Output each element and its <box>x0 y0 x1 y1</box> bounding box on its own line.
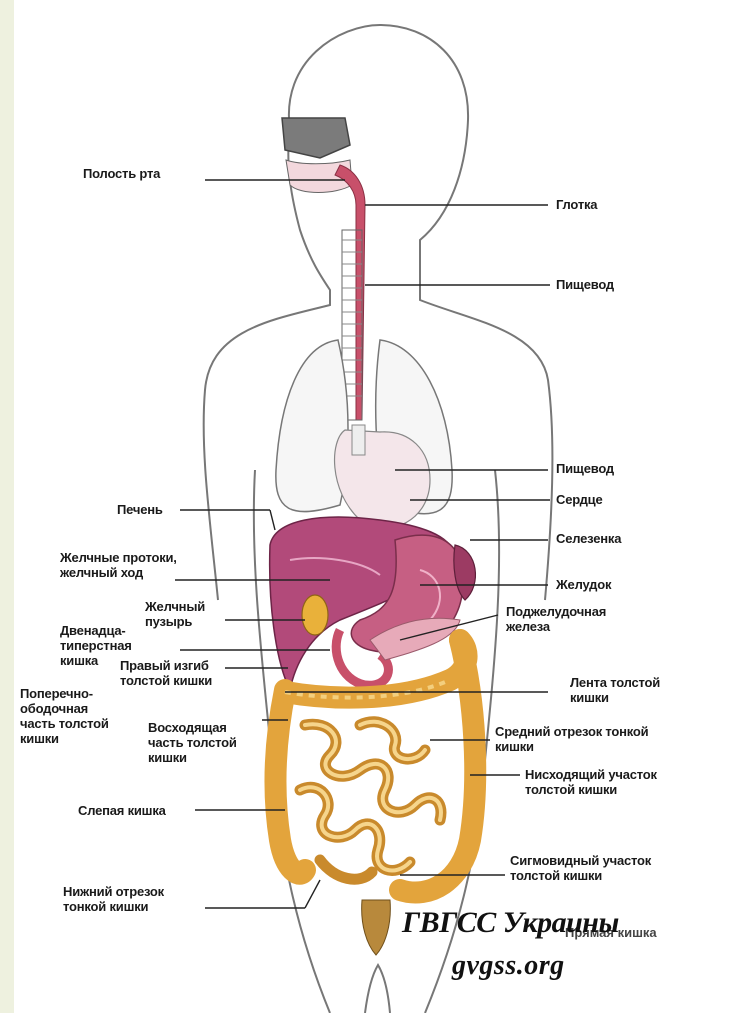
label-descending-colon: Нисходящий участок толстой кишки <box>525 767 657 797</box>
label-pharynx: Глотка <box>556 197 597 212</box>
rectum <box>362 900 391 955</box>
label-oral-cavity: Полость рта <box>83 166 160 181</box>
watermark-line-1: ГВГСС Украины <box>402 906 619 940</box>
label-heart: Сердце <box>556 492 603 507</box>
label-jejunum: Средний отрезок тонкой кишки <box>495 724 648 754</box>
mouth-cavity <box>282 118 352 193</box>
label-sigmoid-colon: Сигмовидный участок толстой кишки <box>510 853 651 883</box>
watermark-line-2: gvgss.org <box>452 950 565 982</box>
label-liver: Печень <box>117 502 163 517</box>
label-cecum: Слепая кишка <box>78 803 166 818</box>
label-ascending-colon: Восходящая часть толстой кишки <box>148 720 237 765</box>
label-esophagus-lower: Пищевод <box>556 461 614 476</box>
label-transverse-colon: Поперечно- ободочная часть толстой кишки <box>20 686 109 746</box>
label-ileum: Нижний отрезок тонкой кишки <box>63 884 164 914</box>
label-stomach: Желудок <box>556 577 611 592</box>
label-right-flexure: Правый изгиб толстой кишки <box>120 658 212 688</box>
gallbladder <box>302 595 328 635</box>
label-spleen: Селезенка <box>556 531 621 546</box>
label-pancreas: Поджелудочная железа <box>506 604 606 634</box>
label-gallbladder: Желчный пузырь <box>145 599 205 629</box>
label-bile-ducts: Желчные протоки, желчный ход <box>60 550 177 580</box>
label-esophagus-upper: Пищевод <box>556 277 614 292</box>
label-colon-band: Лента толстой кишки <box>570 675 660 705</box>
